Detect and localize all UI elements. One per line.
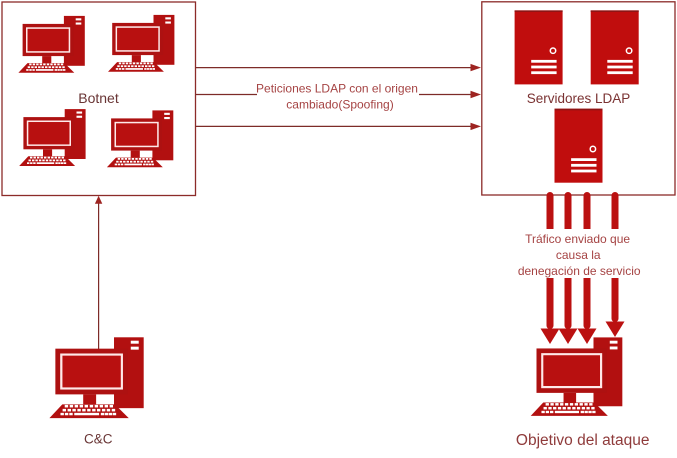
svg-text:causa la: causa la [556, 248, 601, 262]
svg-text:cambiado(Spoofing): cambiado(Spoofing) [286, 98, 393, 112]
svg-text:Peticiones LDAP con el origen: Peticiones LDAP con el origen [256, 82, 418, 96]
svg-text:Botnet: Botnet [78, 90, 119, 106]
svg-text:Objetivo del ataque: Objetivo del ataque [516, 432, 650, 449]
svg-text:Servidores LDAP: Servidores LDAP [527, 91, 631, 106]
svg-text:denegación de servicio: denegación de servicio [518, 264, 641, 278]
svg-text:Tráfico enviado que: Tráfico enviado que [525, 232, 630, 246]
svg-text:C&C: C&C [84, 432, 113, 447]
